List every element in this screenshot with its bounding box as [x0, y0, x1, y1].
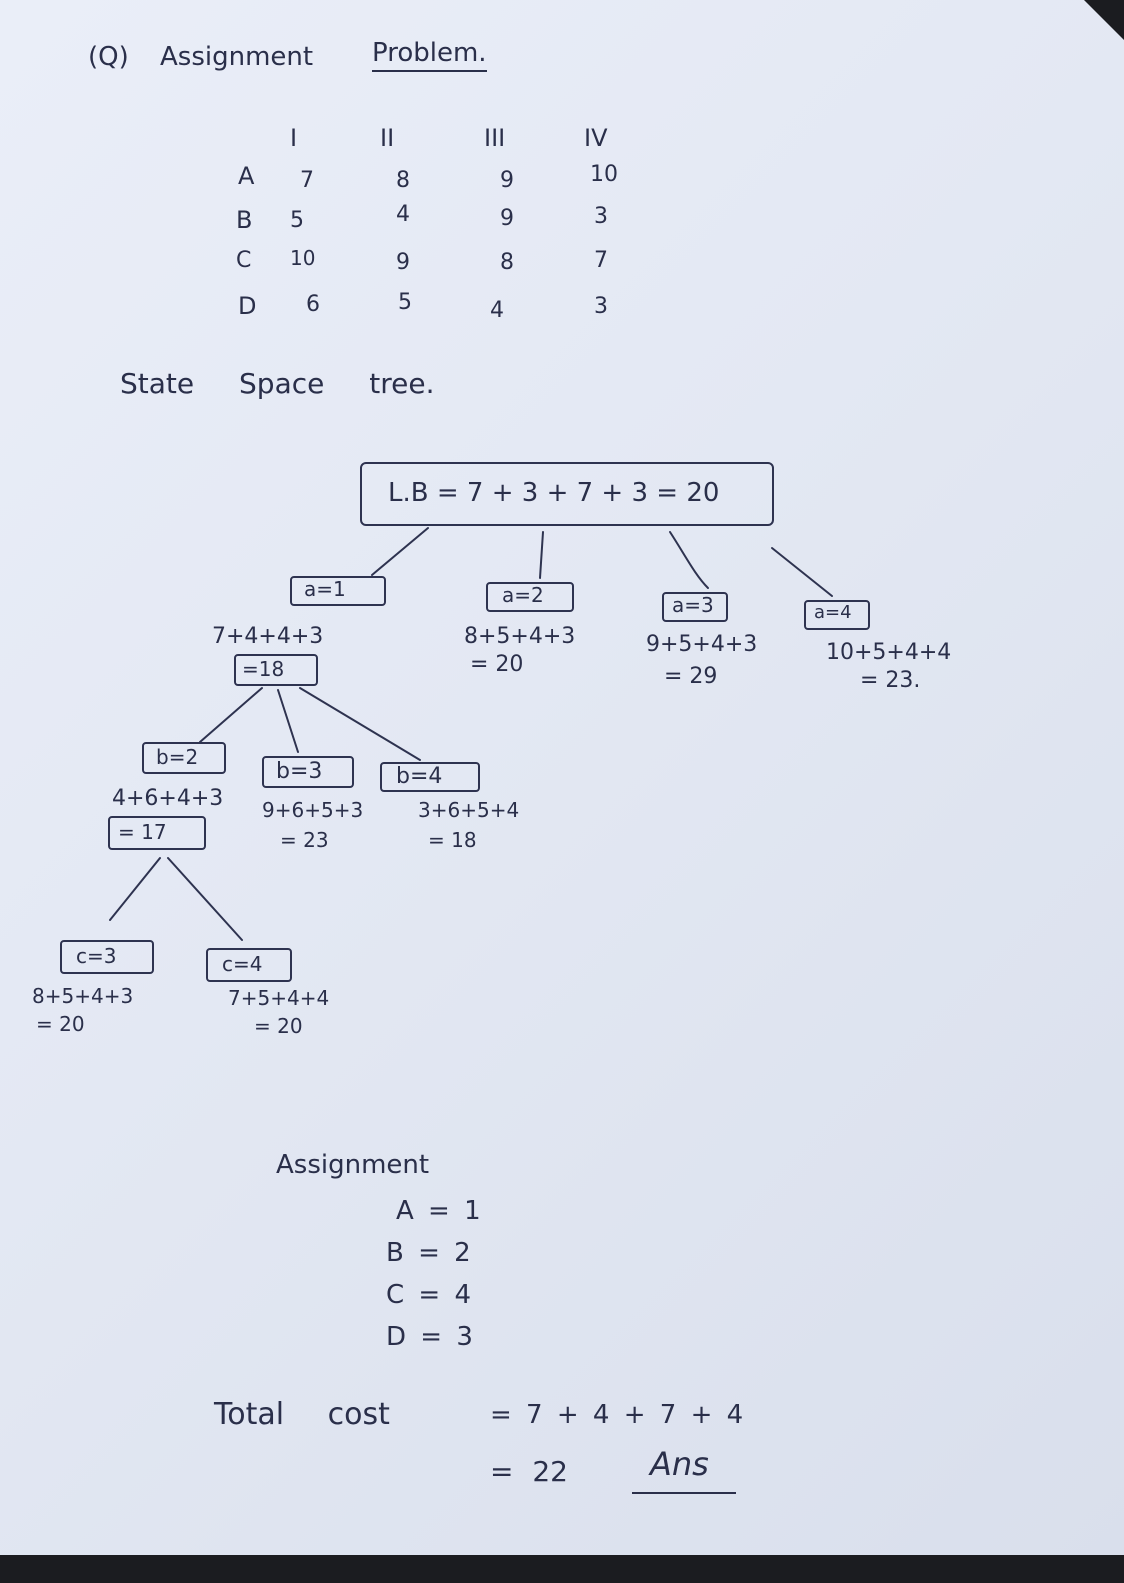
node-expr: 4+6+4+3	[112, 786, 224, 811]
node-value: = 29	[664, 664, 718, 689]
matrix-cell: 3	[594, 294, 608, 319]
total-result: = 22	[490, 1455, 568, 1488]
edge-a1-b3	[277, 689, 299, 753]
node-b3: b=3	[262, 756, 354, 788]
answer-underline	[632, 1492, 736, 1494]
page-corner	[1084, 0, 1124, 40]
total-expr: = 7 + 4 + 7 + 4	[490, 1400, 744, 1430]
matrix-cell: 7	[594, 248, 608, 273]
matrix-cell: 4	[490, 298, 504, 323]
col-header: I	[290, 124, 298, 152]
row-label: D	[238, 292, 257, 320]
edge-b2-c4	[167, 857, 243, 941]
assignment-line: A = 1	[396, 1196, 481, 1226]
node-expr: 9+6+5+3	[262, 798, 364, 822]
col-header: II	[380, 124, 395, 152]
node-label: b=2	[156, 745, 199, 769]
node-label: a=4	[814, 602, 852, 623]
question-number: (Q)	[88, 42, 129, 72]
node-value-box: = 17	[108, 816, 206, 850]
node-expr: 7+5+4+4	[228, 986, 330, 1010]
node-expr: 9+5+4+3	[646, 632, 758, 657]
matrix-cell: 9	[500, 168, 514, 193]
assignment-title: Assignment	[276, 1150, 430, 1180]
assignment-line: D = 3	[386, 1322, 473, 1352]
matrix-cell: 10	[590, 162, 618, 187]
matrix-cell: 8	[500, 250, 514, 275]
node-c4: c=4	[206, 948, 292, 982]
matrix-cell: 7	[300, 168, 314, 193]
edge-b2-c3	[109, 857, 161, 921]
node-label: c=4	[222, 952, 263, 976]
matrix-cell: 3	[594, 204, 608, 229]
node-value: = 17	[118, 820, 167, 844]
matrix-cell: 4	[396, 202, 410, 227]
edge-root-a3	[669, 531, 709, 589]
node-label: a=2	[502, 583, 544, 607]
node-value: =18	[242, 657, 285, 681]
node-a3: a=3	[662, 592, 728, 622]
edge-root-a2	[539, 531, 544, 579]
matrix-cell: 9	[396, 250, 410, 275]
node-a4: a=4	[804, 600, 870, 630]
heading-text: Assignment	[160, 42, 314, 72]
state-space-heading: State Space tree.	[120, 367, 435, 400]
node-expr: 7+4+4+3	[212, 624, 324, 649]
node-a1: a=1	[290, 576, 386, 606]
node-expr: 8+5+4+3	[32, 984, 134, 1008]
root-bound: L.B = 7 + 3 + 7 + 3 = 20	[388, 478, 720, 508]
node-c3: c=3	[60, 940, 154, 974]
node-b4: b=4	[380, 762, 480, 792]
node-b2: b=2	[142, 742, 226, 774]
row-label: C	[236, 248, 252, 273]
col-header: IV	[584, 124, 608, 152]
node-value: = 23	[280, 828, 329, 852]
node-label: b=3	[276, 759, 323, 784]
edge-root-a1	[371, 527, 429, 576]
col-header: III	[484, 124, 506, 152]
node-label: a=1	[304, 577, 346, 601]
matrix-cell: 5	[398, 290, 412, 315]
node-value: = 20	[254, 1014, 303, 1038]
matrix-cell: 6	[306, 292, 320, 317]
edge-a1-b4	[299, 687, 421, 761]
node-value: = 23.	[860, 668, 921, 693]
heading-underlined: Problem.	[372, 40, 487, 72]
node-label: a=3	[672, 593, 714, 617]
node-value: = 20	[36, 1012, 85, 1036]
matrix-cell: 9	[500, 206, 514, 231]
node-a2: a=2	[486, 582, 574, 612]
assignment-line: C = 4	[386, 1280, 472, 1310]
node-value-box: =18	[234, 654, 318, 686]
root-node: L.B = 7 + 3 + 7 + 3 = 20	[360, 462, 774, 526]
row-label: A	[238, 162, 255, 190]
node-label: b=4	[396, 764, 443, 789]
edge-root-a4	[771, 547, 833, 597]
node-value: = 18	[428, 828, 477, 852]
node-value: = 20	[470, 652, 524, 677]
assignment-line: B = 2	[386, 1238, 471, 1268]
matrix-cell: 10	[290, 246, 316, 270]
edge-a1-b2	[199, 687, 263, 743]
node-expr: 8+5+4+3	[464, 624, 576, 649]
total-label: Total cost	[214, 1397, 390, 1432]
matrix-cell: 8	[396, 168, 410, 193]
node-label: c=3	[76, 944, 117, 968]
row-label: B	[236, 206, 253, 234]
node-expr: 3+6+5+4	[418, 798, 520, 822]
node-expr: 10+5+4+4	[826, 640, 952, 665]
answer-mark: Ans	[650, 1445, 709, 1483]
matrix-cell: 5	[290, 208, 304, 233]
